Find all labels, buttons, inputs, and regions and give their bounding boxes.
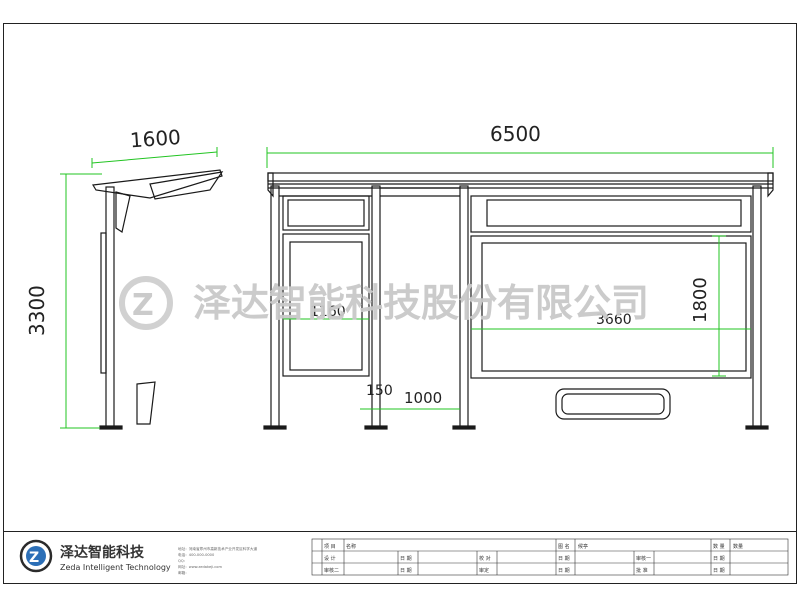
left-panel-width-label: 1160	[310, 304, 346, 320]
right-panel-height-label: 1800	[690, 277, 711, 323]
post-width-label: 150	[366, 383, 393, 399]
left-top-sign	[287, 199, 365, 227]
right-panel-width-label: 3660	[596, 312, 632, 328]
tb-cell: 数量	[733, 543, 743, 550]
tb-cell: 日 期	[558, 556, 570, 562]
side-small-panel	[136, 381, 156, 425]
side-width-label: 1600	[129, 125, 181, 152]
front-view-dimensions	[266, 147, 774, 410]
bench	[555, 388, 671, 420]
left-top-sign-frame	[282, 195, 370, 231]
front-roof	[267, 172, 774, 182]
side-view	[92, 169, 224, 430]
tb-cell: 候亭	[578, 543, 588, 550]
tb-cell: 校 对	[479, 555, 491, 562]
side-view-dimensions	[60, 147, 218, 429]
tb-cell: 项 目	[324, 544, 336, 550]
tb-cell: 日 期	[400, 568, 412, 574]
watermark-logo-letter: Z	[132, 288, 154, 323]
bench-inner	[561, 393, 665, 415]
company-logo-icon	[19, 539, 53, 573]
tb-cell: 数 量	[713, 543, 725, 550]
side-height-label: 3300	[25, 285, 49, 336]
tb-cell: 审核一	[636, 555, 651, 562]
gap-width-label: 1000	[404, 389, 442, 407]
tb-cell: 批 准	[636, 567, 648, 574]
side-bracket	[115, 191, 131, 233]
tb-cell: 日 期	[558, 568, 570, 574]
sheet-border	[3, 23, 797, 584]
company-name-cn: 泽达智能科技	[60, 544, 145, 561]
tb-cell: 日 期	[400, 556, 412, 562]
right-panel-frame	[470, 235, 752, 379]
overall-width-label: 6500	[490, 122, 541, 146]
tb-cell: 日 期	[713, 568, 725, 574]
tb-cell: 审定	[479, 567, 489, 574]
tb-cell: 名称	[346, 543, 356, 550]
title-block: Z 泽达智能科技 Zeda Intelligent Technology 地址：…	[19, 538, 789, 576]
watermark: Z 泽达智能科技股份有限公司	[119, 276, 649, 330]
front-view	[263, 172, 774, 430]
contact-line: QQ：	[178, 559, 187, 563]
company-name-en: Zeda Intelligent Technology	[60, 563, 171, 572]
right-top-sign-frame	[470, 195, 752, 233]
front-roof-right-cap	[767, 172, 774, 198]
svg-text:Z: Z	[29, 550, 39, 566]
watermark-text: 泽达智能科技股份有限公司	[193, 281, 649, 325]
front-roof-left-cap	[267, 172, 274, 198]
side-roof	[92, 169, 223, 199]
right-top-sign	[486, 199, 742, 227]
contact-line: 地址：河南省郑州市高新技术产业开发区科学大道	[178, 546, 257, 551]
left-panel	[289, 241, 363, 371]
column-base-4	[745, 425, 769, 430]
watermark-logo-icon	[119, 276, 173, 330]
column-4	[752, 185, 762, 429]
column-base-3	[452, 425, 476, 430]
right-panel	[481, 242, 747, 372]
tb-cell: 设 计	[324, 555, 336, 562]
left-panel-frame	[282, 233, 370, 377]
contact-line: 网址：www.zedakeji.com	[178, 564, 222, 569]
side-column	[105, 186, 115, 428]
tb-cell: 审核二	[324, 567, 339, 574]
tb-cell: 日 期	[713, 556, 725, 562]
tb-cell: 图 名	[558, 543, 570, 550]
column-base-2	[364, 425, 388, 430]
column-base-1	[263, 425, 287, 430]
side-base	[99, 425, 123, 430]
contact-line: 邮箱：	[178, 570, 189, 575]
side-roof-front	[149, 171, 224, 200]
side-board	[100, 232, 107, 374]
contact-line: 电话：400-000-0000	[178, 552, 215, 557]
